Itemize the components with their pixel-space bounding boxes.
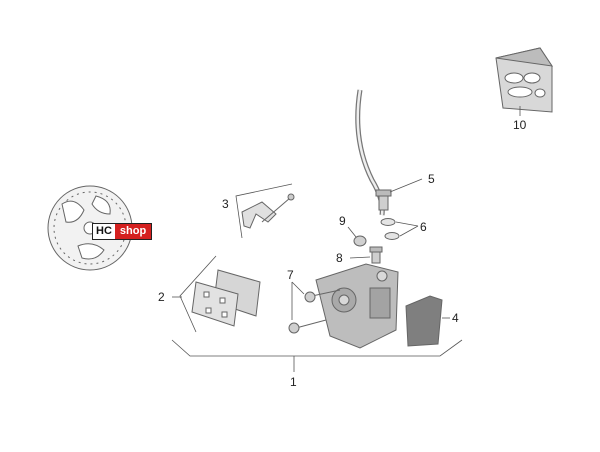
banjo-bolt: [375, 189, 392, 211]
callout-7: 7: [287, 268, 294, 282]
callout-3: 3: [222, 197, 229, 211]
callout-10: 10: [513, 118, 527, 132]
brake-caliper: [315, 263, 399, 349]
hc-shop-watermark: HC shop: [92, 223, 153, 240]
bleed-screw: [369, 246, 383, 264]
assembly-bracket: [171, 339, 463, 357]
pad-spring-pin: [241, 193, 295, 229]
callout-4: 4: [452, 311, 459, 325]
pad-shim: [405, 295, 443, 347]
callout-1: 1: [290, 375, 297, 389]
washers: [380, 218, 400, 240]
callout-9: 9: [339, 214, 346, 228]
caliper-bolts: [288, 289, 341, 334]
watermark-hc-text: HC: [93, 224, 115, 239]
callout-6: 6: [420, 220, 427, 234]
callout-5: 5: [428, 172, 435, 186]
callout-2: 2: [158, 290, 165, 304]
brake-pads: [191, 269, 261, 327]
bleed-cap: [353, 235, 367, 247]
callout-8: 8: [336, 251, 343, 265]
seal-kit-bag: [495, 47, 554, 113]
watermark-shop-text: shop: [114, 224, 152, 239]
